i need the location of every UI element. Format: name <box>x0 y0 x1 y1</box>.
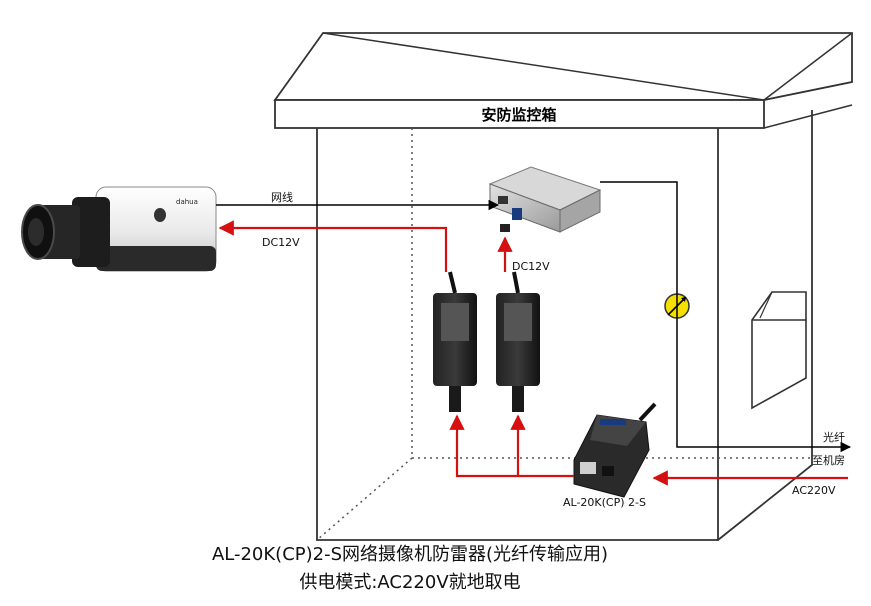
mailbox-slot-icon <box>751 291 807 410</box>
media-converter-icon <box>488 166 602 233</box>
network-label: 网线 <box>271 190 293 204</box>
ac-to-adapter-1-line <box>449 414 574 478</box>
to-room-label: 至机房 <box>812 453 845 467</box>
svg-text:dahua: dahua <box>176 198 198 206</box>
cabinet-title: 安防监控箱 <box>481 106 556 124</box>
power-adapter-icon <box>433 271 477 412</box>
cabinet-front-frame <box>316 128 719 541</box>
power-adapter-icon <box>496 271 540 412</box>
ac-label: AC220V <box>792 484 836 497</box>
dc-camera-label: DC12V <box>262 236 300 249</box>
caption-line-2: 供电模式:AC220V就地取电 <box>299 572 520 593</box>
cabinet-title-band <box>274 99 765 129</box>
cabinet-side-panel <box>717 110 813 541</box>
fiber-label: 光纤 <box>823 430 845 444</box>
dc-converter-label: DC12V <box>512 260 550 273</box>
cabinet: 安防监控箱 <box>273 32 853 541</box>
caption-line-1: AL-20K(CP)2-S网络摄像机防雷器(光纤传输应用) <box>212 544 608 565</box>
bullet-camera-icon: dahua <box>21 186 217 272</box>
fiber-line <box>600 181 852 453</box>
surge-protector-icon <box>573 402 657 498</box>
cabinet-roof <box>273 32 853 101</box>
protector-model-label: AL-20K(CP) 2-S <box>563 496 646 509</box>
dc-camera-line <box>218 220 448 272</box>
